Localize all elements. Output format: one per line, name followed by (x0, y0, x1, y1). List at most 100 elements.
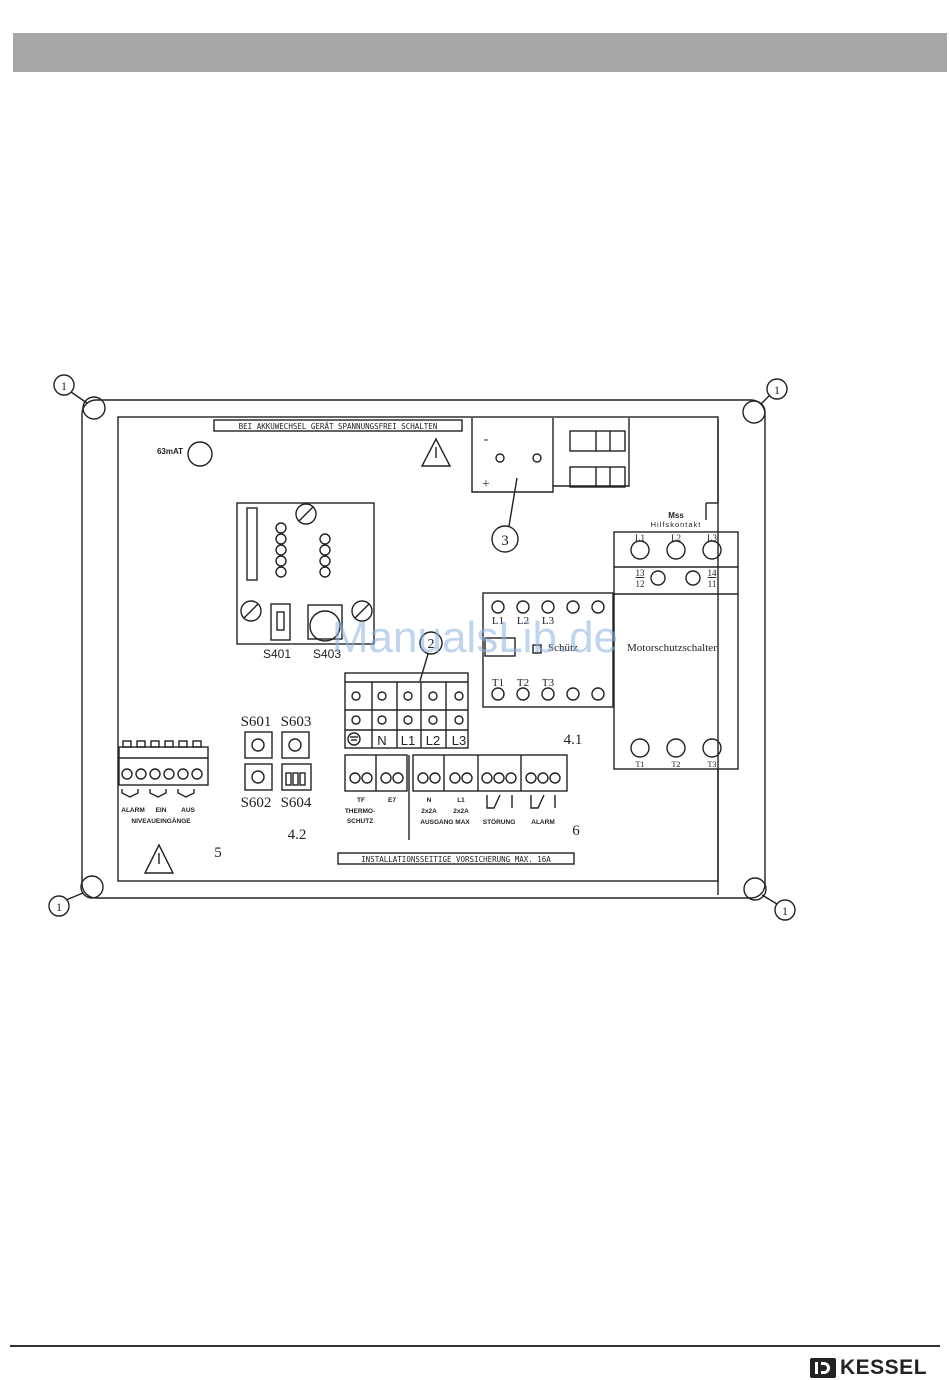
switch-s601-body (244, 731, 273, 759)
term-l1: L1 (457, 797, 465, 804)
mains-l1: L1 (401, 733, 415, 748)
level-input-terminals (118, 746, 209, 786)
mss-11: 11 (708, 579, 717, 589)
mains-l3: L3 (452, 733, 466, 748)
term-2x2a-2: 2x2A (453, 808, 469, 815)
battery-plus-label: + (482, 477, 490, 492)
header-bar (13, 33, 947, 72)
mss-13: 13 (636, 568, 646, 578)
warning-triangle-bottom (143, 843, 175, 874)
input-ein-label: EIN (156, 807, 167, 814)
mss-14: 14 (708, 568, 718, 578)
section-4-1: 4.1 (564, 732, 583, 748)
callout-3-label: 3 (501, 533, 509, 549)
warning-triangle-top (420, 437, 452, 467)
mss-t2: T2 (672, 760, 681, 769)
footer-rule (10, 1345, 940, 1347)
screw-top-left (82, 396, 106, 420)
switch-s401-label: S401 (263, 647, 291, 661)
callout-1-bl (48, 895, 70, 917)
term-tf: TF (357, 797, 365, 804)
input-caption: NIVEAUEINGÄNGE (131, 817, 191, 825)
motor-protection-box (613, 531, 739, 770)
term-ausgang: AUSGANG MAX (420, 819, 470, 826)
trimmer-right (351, 600, 373, 622)
ground-symbol (347, 732, 361, 746)
callout-3 (491, 525, 519, 553)
screw-top-right (742, 400, 766, 424)
input-aus-label: AUS (181, 807, 195, 814)
mss-subtitle: Hilfskontakt (651, 520, 702, 529)
callout-1-tl (53, 374, 75, 396)
term-thermo-1: THERMO- (345, 808, 375, 815)
housing-outline (81, 399, 766, 899)
output-terminals (412, 754, 568, 792)
screw-bottom-right (743, 877, 767, 901)
term-thermo-2: SCHUTZ (347, 818, 373, 825)
term-2x2a-1: 2x2A (421, 808, 437, 815)
callout-1-tr-label: 1 (774, 383, 780, 397)
warning-label-box (213, 419, 463, 432)
fuse-note-text: INSTALLATIONSSEITIGE VORSICHERUNG MAX. 1… (361, 855, 551, 864)
switch-s401-body (270, 603, 291, 641)
trimmer-left (240, 600, 262, 622)
switch-s602-label: S602 (241, 795, 272, 811)
switch-s603-label: S603 (281, 714, 312, 730)
fuse-label: 63mAT (157, 447, 183, 456)
switch-s602-body (244, 763, 273, 791)
term-alarm: ALARM (531, 819, 554, 826)
fuse-63mat (187, 441, 213, 467)
fuse-note-box (337, 852, 575, 865)
mss-t3: T3 (708, 760, 717, 769)
mains-n: N (377, 733, 386, 748)
section-6: 6 (572, 823, 580, 839)
trimmer-top (295, 503, 317, 525)
switch-s601-label: S601 (241, 714, 272, 730)
callout-2 (419, 631, 443, 655)
section-5: 5 (214, 845, 222, 861)
mss-12: 12 (636, 579, 645, 589)
battery-minus-label: - (484, 432, 489, 447)
warning-label-text: BEI AKKUWECHSEL GERÄT SPANNUNGSFREI SCHA… (239, 422, 438, 431)
schuetz-t3: T3 (542, 677, 555, 689)
callout-1-tr (766, 378, 788, 400)
mss-l3: L3 (707, 533, 717, 543)
callout-1-bl-label: 1 (56, 900, 62, 914)
kessel-logo: KESSEL (810, 1356, 942, 1379)
term-stoerung: STÖRUNG (483, 817, 516, 826)
mains-l2: L2 (426, 733, 440, 748)
switch-s603-body (281, 731, 310, 759)
term-n: N (427, 797, 432, 804)
switch-s604-label: S604 (281, 795, 312, 811)
mss-l1: L1 (635, 533, 645, 543)
mss-t1: T1 (636, 760, 645, 769)
schuetz-l2: L2 (517, 615, 529, 627)
battery-holder (471, 418, 630, 493)
section-4-2: 4.2 (288, 827, 307, 843)
mss-name: Motorschutzschalter (627, 642, 717, 654)
watermark: ManualsLib.de (332, 613, 618, 662)
screw-bottom-left (80, 875, 104, 899)
callout-1-br-label: 1 (782, 904, 788, 918)
schuetz-name: Schütz (548, 642, 578, 654)
term-e7: E7 (388, 797, 396, 804)
switch-s604-body (281, 763, 312, 791)
mss-l2: L2 (671, 533, 681, 543)
inner-panel (117, 416, 719, 882)
input-alarm-label: ALARM (121, 807, 144, 814)
callout-1-br (774, 899, 796, 921)
kessel-logo-text: KESSEL (840, 1356, 928, 1379)
mss-title: Mss (668, 511, 684, 520)
schuetz-l3: L3 (542, 615, 555, 627)
schuetz-l1: L1 (492, 615, 504, 627)
switch-s403-body (309, 610, 341, 642)
level-board (236, 502, 375, 645)
callout-2-label: 2 (428, 637, 435, 652)
switch-s403-label: S403 (313, 647, 341, 661)
schuetz-t2: T2 (517, 677, 529, 689)
contactor-box (482, 592, 614, 708)
schuetz-t1: T1 (492, 677, 504, 689)
callout-1-tl-label: 1 (61, 379, 67, 393)
kessel-logo-icon (810, 1358, 836, 1378)
